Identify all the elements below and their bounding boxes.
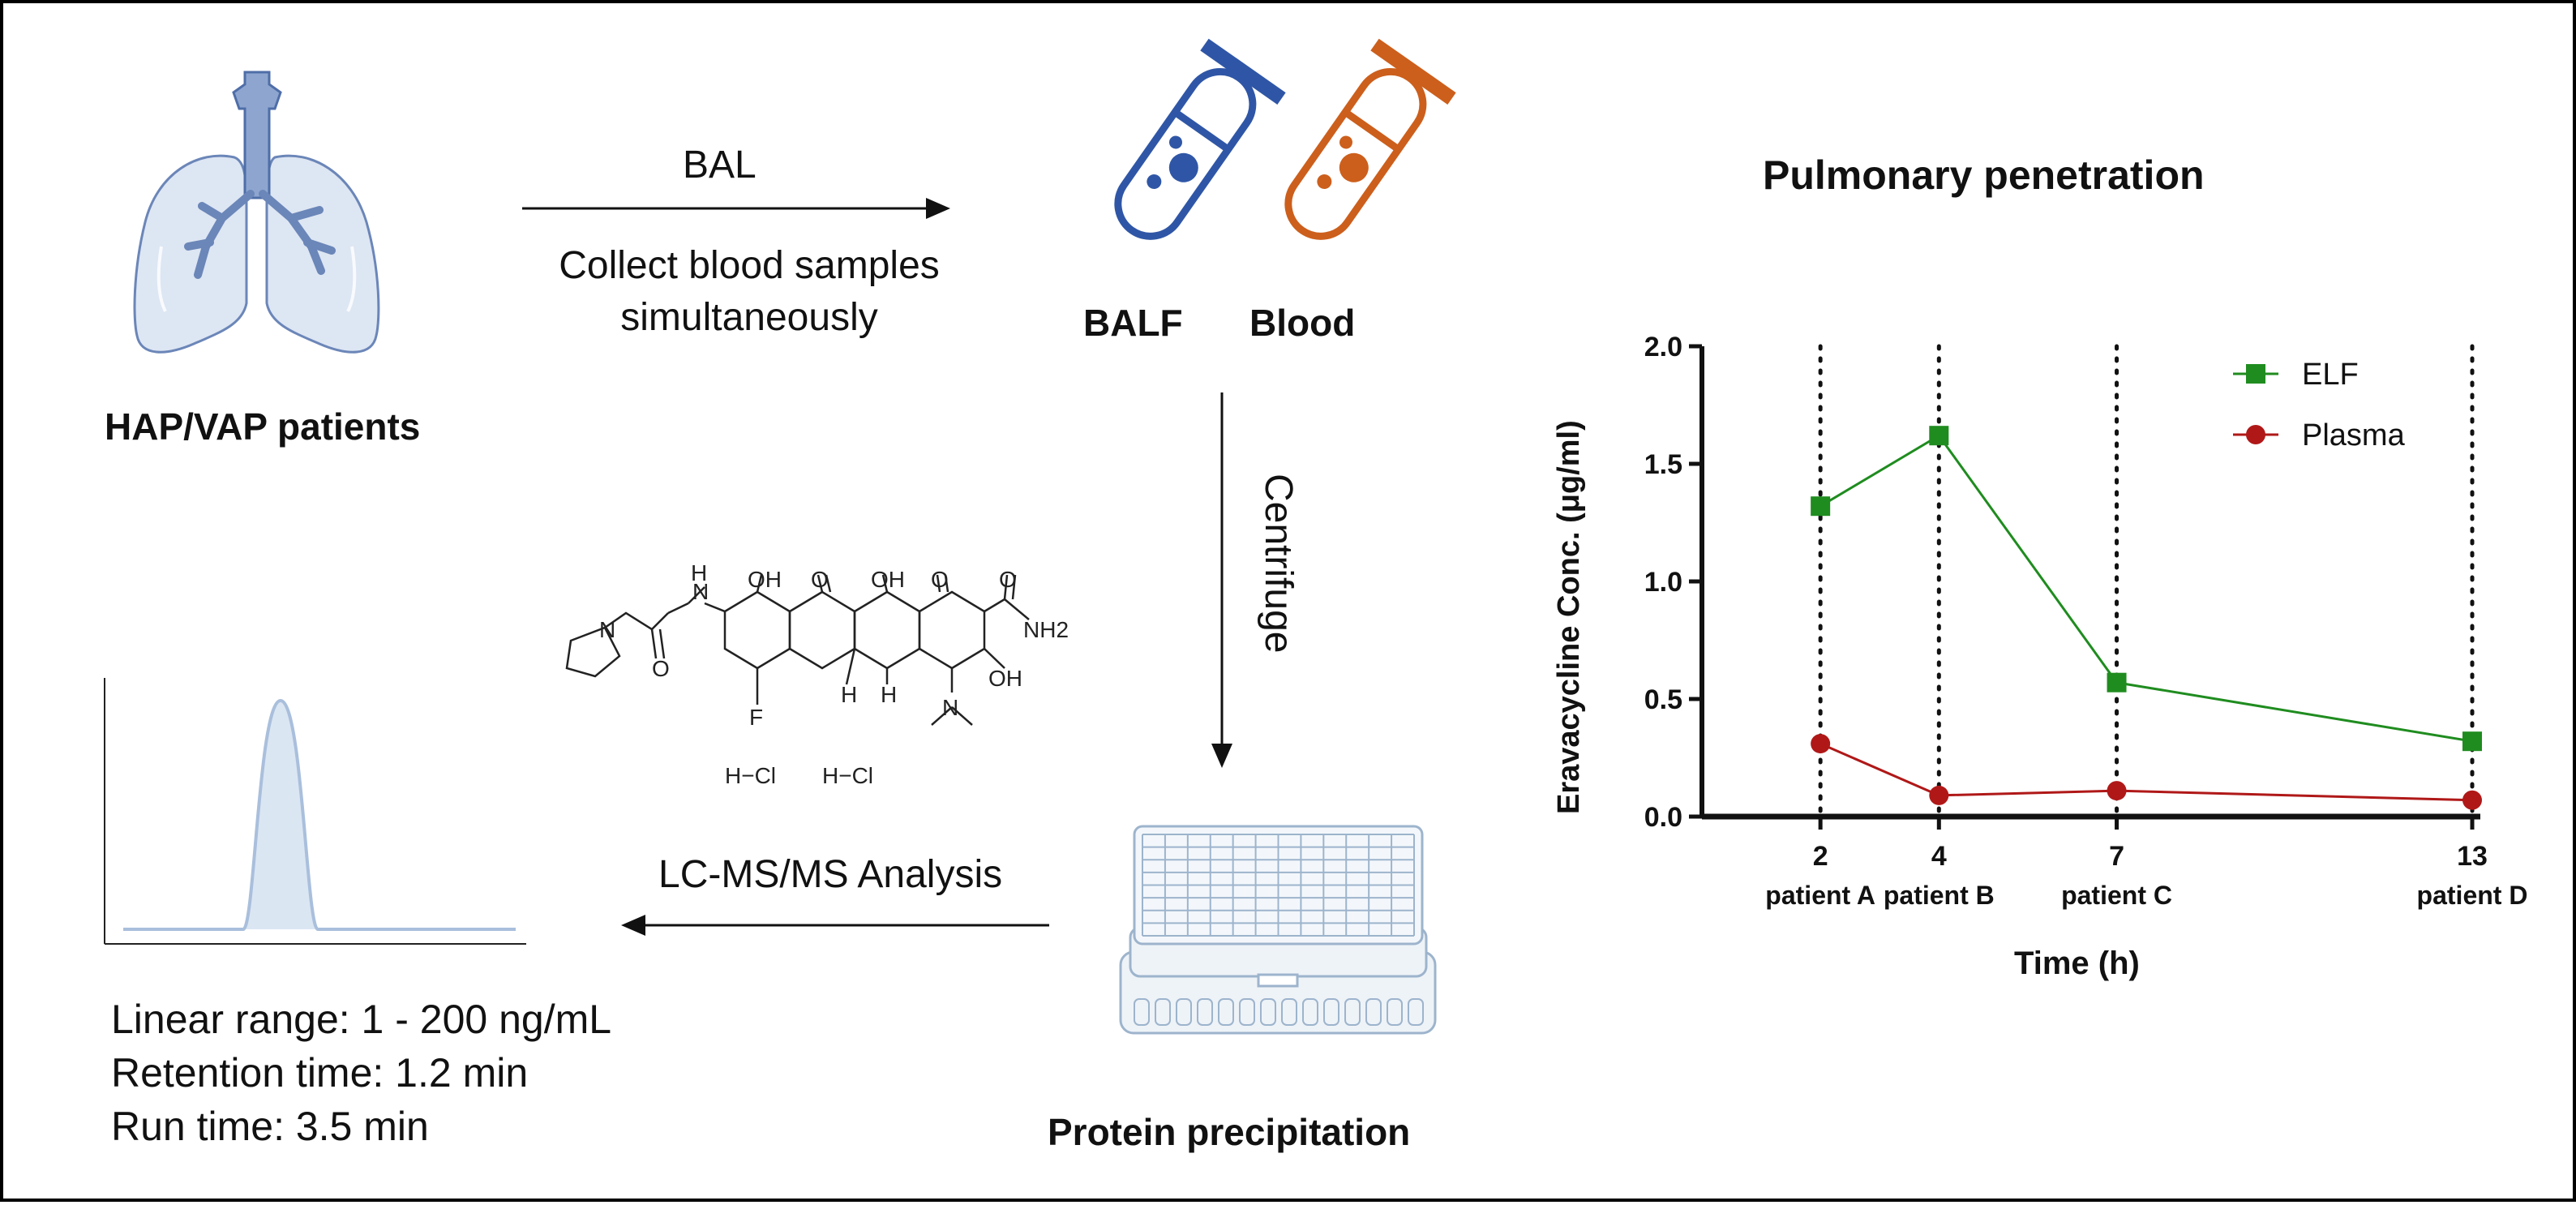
method-linear-range: Linear range: 1 - 200 ng/mL: [111, 997, 612, 1042]
method-run-time: Run time: 3.5 min: [111, 1104, 429, 1149]
y-tick-label-3: 1.5: [1644, 449, 1682, 480]
bal-label: BAL: [683, 144, 757, 187]
x-axis-label: Time (h): [2014, 946, 2140, 981]
point-plasma-3: [2462, 790, 2482, 810]
x-tick-label-1: 4: [1931, 841, 1947, 872]
legend-marker-0: [2246, 364, 2265, 384]
point-elf-0: [1811, 496, 1831, 517]
pulmonary-chart: 0.0 0.5 1.0 1.5 2.0 2 patient A 4 patient B 7 pati…: [1644, 332, 2528, 910]
point-elf-2: [2107, 672, 2127, 693]
x-sublabel-2: patient C: [2061, 881, 2172, 910]
series-line-plasma: [1819, 742, 2473, 802]
chart-series: [1811, 426, 2482, 810]
x-sublabel-0: patient A: [1765, 881, 1875, 910]
chart-title: Pulmonary penetration: [1763, 152, 2205, 198]
series-line-elf: [1819, 434, 2473, 743]
point-plasma-2: [2107, 781, 2127, 801]
x-tick-label-0: 2: [1813, 841, 1828, 872]
x-tick-label-2: 7: [2109, 841, 2124, 872]
blood-label: Blood: [1249, 302, 1356, 344]
y-tick-label-2: 1.0: [1644, 567, 1682, 598]
legend-marker-1: [2246, 425, 2265, 444]
point-elf-1: [1929, 426, 1949, 446]
balf-label: BALF: [1083, 302, 1183, 344]
collect-label-line1: Collect blood samples: [559, 244, 940, 287]
y-axis-label: Eravacycline Conc. (μg/ml): [1552, 420, 1586, 814]
collect-label-line2: simultaneously: [620, 296, 878, 339]
chart-dotted-lines: [1818, 344, 2475, 819]
chart-axes: 0.0 0.5 1.0 1.5 2.0 2 patient A 4 patient B 7 pati…: [1644, 332, 2528, 910]
lcms-label: LC-MS/MS Analysis: [658, 853, 1003, 896]
point-elf-3: [2462, 731, 2482, 752]
x-sublabel-1: patient B: [1884, 881, 1995, 910]
method-retention-time: Retention time: 1.2 min: [111, 1050, 529, 1096]
chart-legend: ELF Plasma: [2233, 358, 2406, 452]
x-sublabel-3: patient D: [2417, 881, 2528, 910]
legend-label-0: ELF: [2302, 358, 2359, 392]
point-plasma-0: [1811, 734, 1831, 754]
y-tick-label-1: 0.5: [1644, 684, 1682, 715]
y-tick-label-0: 0.0: [1644, 802, 1682, 833]
protein-label: Protein precipitation: [1048, 1111, 1411, 1153]
legend-label-1: Plasma: [2302, 418, 2406, 452]
patients-label: HAP/VAP patients: [105, 405, 421, 448]
x-tick-label-3: 13: [2457, 841, 2488, 872]
y-tick-label-4: 2.0: [1644, 332, 1682, 362]
point-plasma-1: [1929, 785, 1949, 805]
